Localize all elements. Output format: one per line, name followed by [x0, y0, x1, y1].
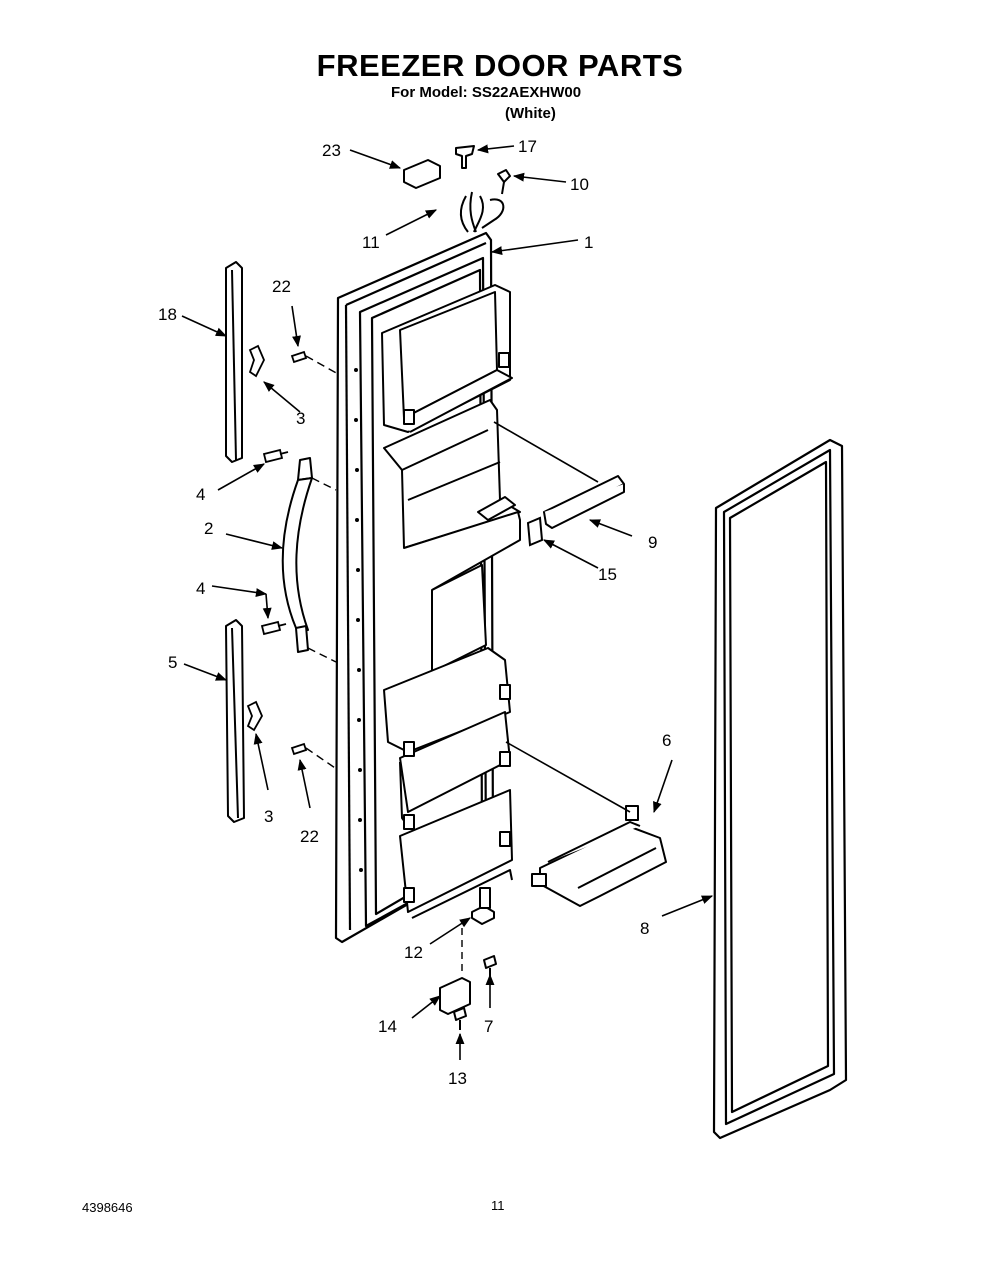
callout-6: 6 — [662, 731, 671, 750]
callout-labels: 23 17 10 11 1 22 18 3 4 2 9 15 4 5 6 3 2… — [158, 137, 671, 1088]
callout-22-bottom: 22 — [300, 827, 319, 846]
page-number: 11 — [491, 1198, 505, 1213]
callout-18: 18 — [158, 305, 177, 324]
callout-11: 11 — [362, 233, 380, 252]
callout-3-bottom: 3 — [264, 807, 273, 826]
small-bracket — [526, 516, 544, 547]
callout-8: 8 — [640, 919, 649, 938]
door-gasket — [712, 438, 848, 1140]
callout-7: 7 — [484, 1017, 493, 1036]
callout-3-top: 3 — [296, 409, 305, 428]
callout-5: 5 — [168, 653, 177, 672]
callout-10: 10 — [570, 175, 589, 194]
color-line: (White) — [505, 105, 556, 122]
trim-strip — [543, 475, 625, 529]
callout-13: 13 — [448, 1069, 467, 1088]
upper-shelf — [381, 284, 513, 433]
callout-4-top: 4 — [196, 485, 205, 504]
callout-12: 12 — [404, 943, 423, 962]
callout-23: 23 — [322, 141, 341, 160]
callout-17: 17 — [518, 137, 537, 156]
wiring-components — [403, 145, 511, 233]
model-line: For Model: SS22AEXHW00 — [391, 84, 582, 101]
document-number: 4398646 — [82, 1200, 133, 1215]
callout-22-top: 22 — [272, 277, 291, 296]
hinge-parts — [439, 887, 497, 1030]
screws-and-clips — [246, 344, 308, 756]
callout-arrows — [181, 144, 714, 1060]
callout-14: 14 — [378, 1017, 397, 1036]
callout-2: 2 — [204, 519, 213, 538]
page-title: FREEZER DOOR PARTS — [316, 48, 684, 83]
dispenser-housing — [383, 399, 521, 673]
callout-15: 15 — [598, 565, 617, 584]
left-trim-strips — [225, 261, 245, 823]
callout-4-bottom: 4 — [196, 579, 205, 598]
bottom-bracket — [531, 805, 667, 907]
callout-9: 9 — [648, 533, 657, 552]
middle-shelves — [383, 647, 513, 919]
door-handle — [281, 457, 313, 653]
callout-1: 1 — [584, 233, 593, 252]
